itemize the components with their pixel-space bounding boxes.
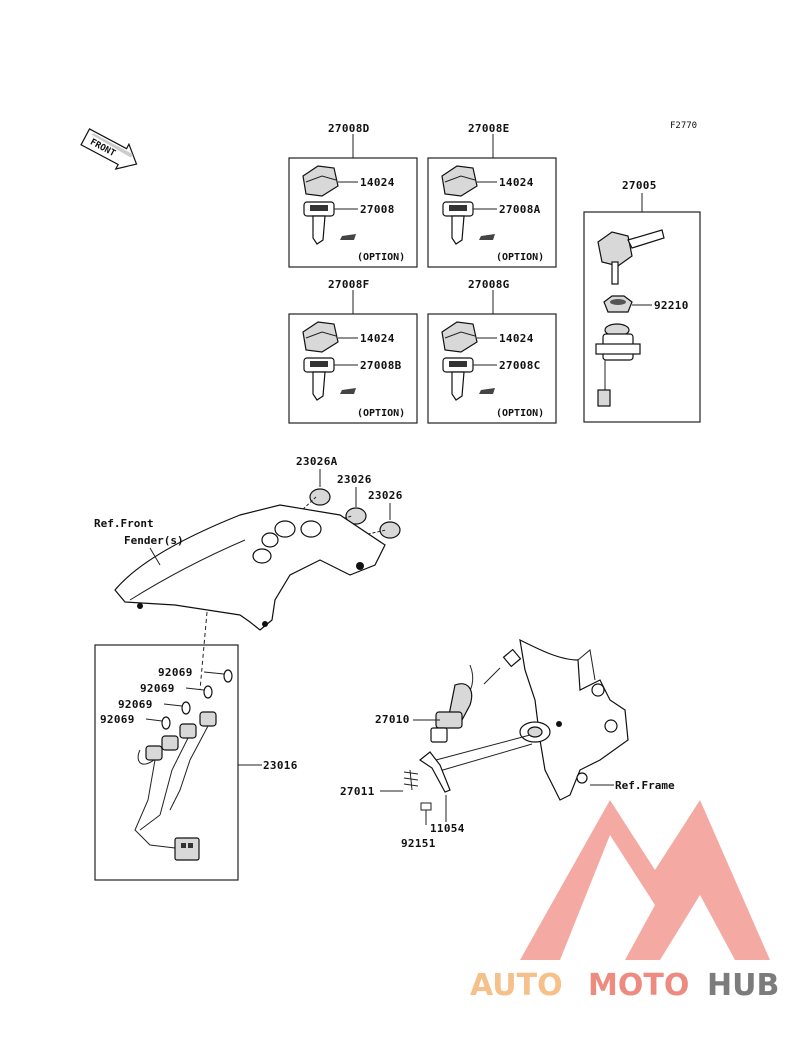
svg-text:HUB: HUB xyxy=(707,968,779,1003)
ignition-switch-icon xyxy=(595,323,641,407)
part-label: 27008B xyxy=(360,359,402,372)
option-note: (OPTION) xyxy=(496,408,544,419)
ref-frame-label: Ref.Frame xyxy=(615,779,675,792)
kit-27008E: 27008E 14024 27008A (OPTION) xyxy=(427,122,557,268)
kit-code: 27008E xyxy=(468,122,510,135)
cap-23026-b: 23026 xyxy=(368,489,403,539)
harness-23016: 23016 92069 92069 92069 92069 xyxy=(94,644,298,881)
bulb-label: 92069 xyxy=(118,698,153,711)
part-label: 27010 xyxy=(375,713,410,726)
key-blank-icon xyxy=(303,201,335,245)
watermark-text: AUTO MOTO HUB xyxy=(470,968,779,1003)
cap-23026A: 23026A xyxy=(296,455,338,506)
key-cover-icon xyxy=(302,321,339,353)
part-label: 92210 xyxy=(654,299,689,312)
option-note: (OPTION) xyxy=(357,408,405,419)
kit-code: 27008F xyxy=(328,278,370,291)
socket-icon xyxy=(145,711,217,761)
key-blank-icon xyxy=(442,357,474,401)
part-label: 14024 xyxy=(499,176,534,189)
ignition-key-icon xyxy=(597,229,665,285)
part-label: 27008A xyxy=(499,203,541,216)
steering-lock-assembly xyxy=(403,638,629,825)
bulb-label: 92069 xyxy=(158,666,193,679)
key-cover-icon xyxy=(441,321,478,353)
figure-id: F2770 xyxy=(670,121,697,131)
kit-27008G: 27008G 14024 27008C (OPTION) xyxy=(427,278,557,424)
kit-code: 27008D xyxy=(328,122,370,135)
part-label: 23026 xyxy=(368,489,403,502)
svg-text:AUTO: AUTO xyxy=(470,968,563,1003)
part-label: 27008 xyxy=(360,203,395,216)
part-label: 11054 xyxy=(430,822,465,835)
kit-code: 27005 xyxy=(622,179,657,192)
ref-front-label: Ref.Front xyxy=(94,517,154,530)
part-label: 14024 xyxy=(360,176,395,189)
option-note: (OPTION) xyxy=(496,252,544,263)
bulb-icon xyxy=(161,669,233,730)
part-label: 14024 xyxy=(360,332,395,345)
bulb-label: 92069 xyxy=(100,713,135,726)
key-blank-icon xyxy=(303,357,335,401)
svg-text:MOTO: MOTO xyxy=(588,968,689,1003)
part-label: 27008C xyxy=(499,359,541,372)
front-arrow-icon: FRONT xyxy=(80,128,138,170)
switch-kit-27005: 27005 92210 xyxy=(583,179,701,423)
part-label: 23026 xyxy=(337,473,372,486)
kit-27008F: 27008F 14024 27008B (OPTION) xyxy=(288,278,418,424)
bulb-label: 92069 xyxy=(140,682,175,695)
key-cover-icon xyxy=(441,165,478,197)
front-fender-housing xyxy=(114,504,386,631)
part-label: 23026A xyxy=(296,455,338,468)
wire-harness-icon xyxy=(134,725,209,861)
watermark-logo xyxy=(520,800,770,960)
part-label: 92151 xyxy=(401,837,436,850)
key-blank-icon xyxy=(442,201,474,245)
part-label: 14024 xyxy=(499,332,534,345)
kit-code: 27008G xyxy=(468,278,510,291)
key-cover-icon xyxy=(302,165,339,197)
option-note: (OPTION) xyxy=(357,252,405,263)
part-label: 23016 xyxy=(263,759,298,772)
nut-icon xyxy=(603,295,633,313)
kit-27008D: 27008D 14024 27008 (OPTION) xyxy=(288,122,418,268)
ref-fender-label: Fender(s) xyxy=(124,534,184,547)
part-label: 27011 xyxy=(340,785,375,798)
cap-23026-a: 23026 xyxy=(337,473,372,525)
